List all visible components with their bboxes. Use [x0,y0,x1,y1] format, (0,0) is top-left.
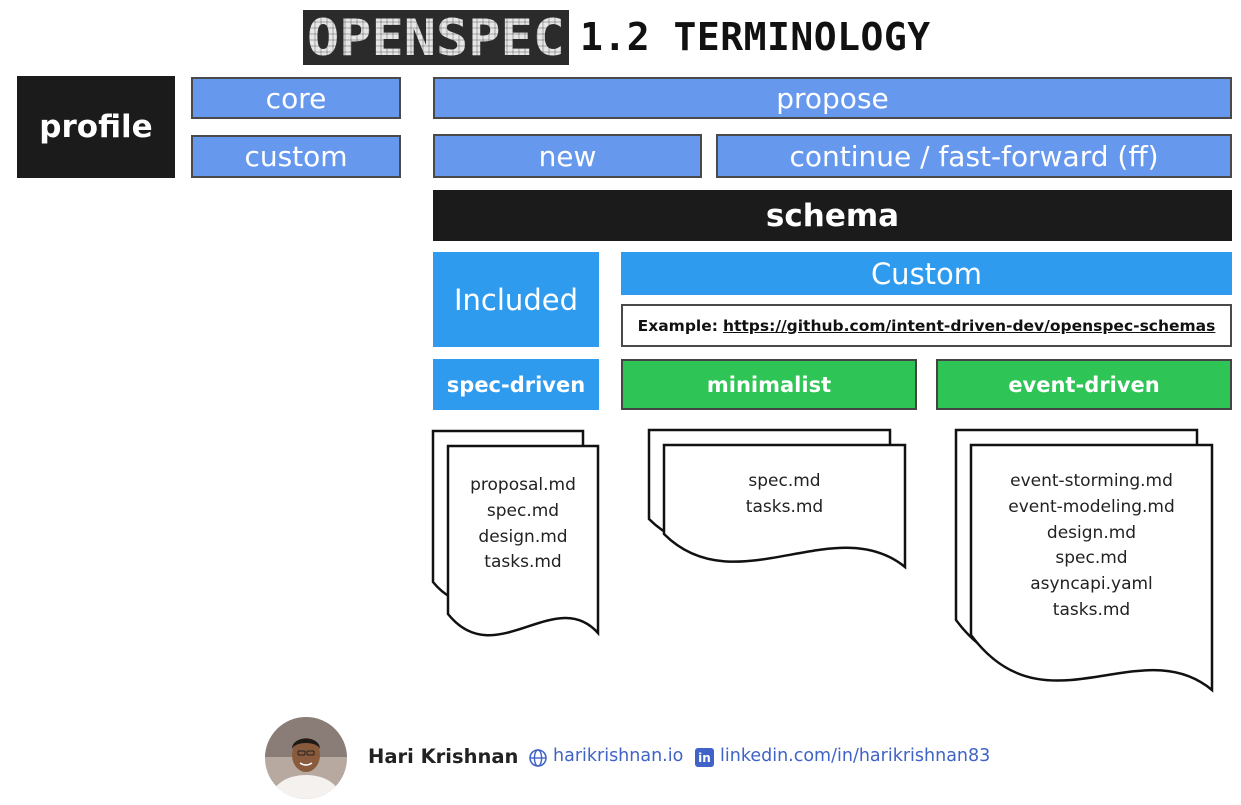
event-driven-files: event-storming.md event-modeling.md desi… [971,469,1212,624]
file-name: event-modeling.md [1008,496,1175,517]
profile-label: profile [17,76,175,178]
schema-spec-driven: spec-driven [433,359,599,410]
file-name: tasks.md [1052,599,1131,620]
schema-minimalist: minimalist [621,359,917,410]
example-prefix: Example: [637,316,718,335]
schema-event-driven: event-driven [936,359,1232,410]
openspec-logo-graphic: OPENSPEC [303,10,569,65]
spec-driven-doc-front [446,444,600,637]
spec-driven-files: proposal.md spec.md design.md tasks.md [448,473,598,576]
file-name: event-storming.md [1010,471,1173,491]
profile-custom: custom [191,135,401,178]
workflow-continue: continue / fast-forward (ff) [716,134,1232,178]
avatar [265,717,347,799]
custom-schema-example: Example: https://github.com/intent-drive… [621,304,1232,347]
schema-included: Included [433,252,599,347]
workflow-new: new [433,134,702,178]
file-name: tasks.md [484,552,562,573]
file-name: tasks.md [745,496,824,517]
minimalist-doc-front [662,443,907,570]
profile-core: core [191,77,401,119]
workflow-propose: propose [433,77,1232,119]
file-name: spec.md [748,471,821,491]
example-link[interactable]: https://github.com/intent-driven-dev/ope… [722,316,1216,335]
file-name: asyncapi.yaml [1030,574,1153,595]
schema-header: schema [433,190,1232,241]
minimalist-files: spec.md tasks.md [664,469,905,521]
file-name: proposal.md [470,475,576,495]
openspec-logo: OPENSPEC [303,10,569,65]
linkedin-icon: in [695,748,714,767]
file-name: spec.md [1055,548,1128,569]
avatar-photo [265,717,347,799]
schema-custom: Custom [621,252,1232,295]
page-title: 1.2 TERMINOLOGY [580,15,931,59]
website-link[interactable]: harikrishnan.io [553,746,684,766]
author-name: Hari Krishnan [368,745,519,768]
linkedin-link[interactable]: linkedin.com/in/harikrishnan83 [720,746,991,766]
file-name: spec.md [486,500,560,521]
file-name: design.md [478,526,568,547]
globe-icon [528,748,548,768]
event-driven-doc-front [969,443,1214,693]
file-name: design.md [1046,522,1137,543]
openspec-logo-text: OPENSPEC [307,10,565,65]
